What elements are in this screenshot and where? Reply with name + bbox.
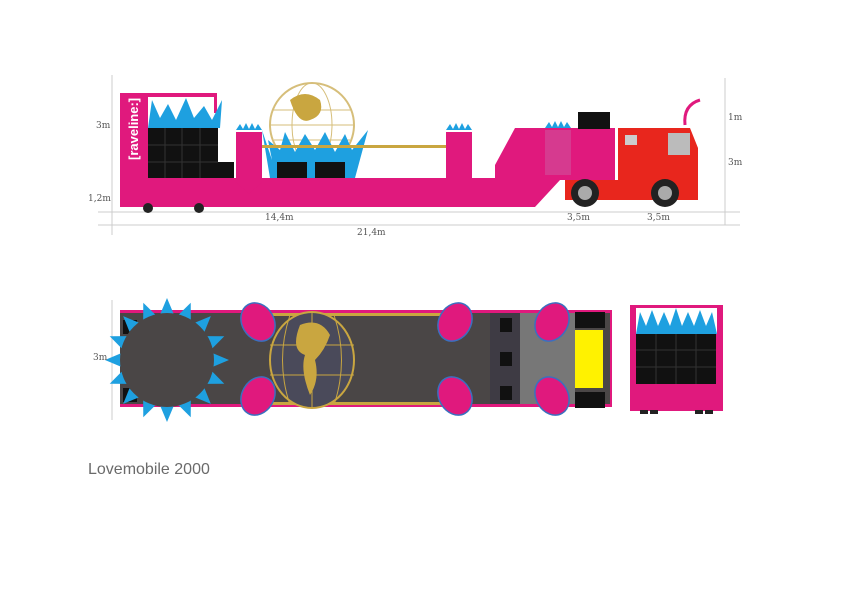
sun-spike xyxy=(105,352,124,368)
sun-spike xyxy=(192,316,211,335)
side-view: [raveline:] 3m 1,2m 14,4m 21,4m 3,5m 3,5… xyxy=(88,75,743,238)
sun-spike xyxy=(159,298,175,317)
raveline-logo: [raveline:] xyxy=(126,98,141,160)
sun-spike xyxy=(210,352,229,368)
dim-base-height: 1,2m xyxy=(88,194,111,204)
dim-top-height: 1m xyxy=(728,113,743,123)
sun-stage xyxy=(105,298,229,422)
sun-spike xyxy=(123,316,142,335)
sun-spike xyxy=(123,385,142,404)
dim-cab-height: 3m xyxy=(728,158,743,168)
dim-truck-length: 3,5m xyxy=(647,213,670,223)
blue-spikes xyxy=(148,98,222,128)
rear-view xyxy=(630,305,723,414)
dim-total-length: 21,4m xyxy=(357,228,386,238)
image-caption: Lovemobile 2000 xyxy=(88,461,210,478)
sun-spike xyxy=(192,385,211,404)
dim-left-height: 3m xyxy=(96,121,111,131)
top-view: 3m xyxy=(93,298,612,422)
dim-width: 3m xyxy=(93,353,108,363)
dim-gooseneck-length: 3,5m xyxy=(567,213,590,223)
truck-icon xyxy=(565,98,701,207)
dim-trailer-length: 14,4m xyxy=(265,213,294,223)
sun-spike xyxy=(159,403,175,422)
